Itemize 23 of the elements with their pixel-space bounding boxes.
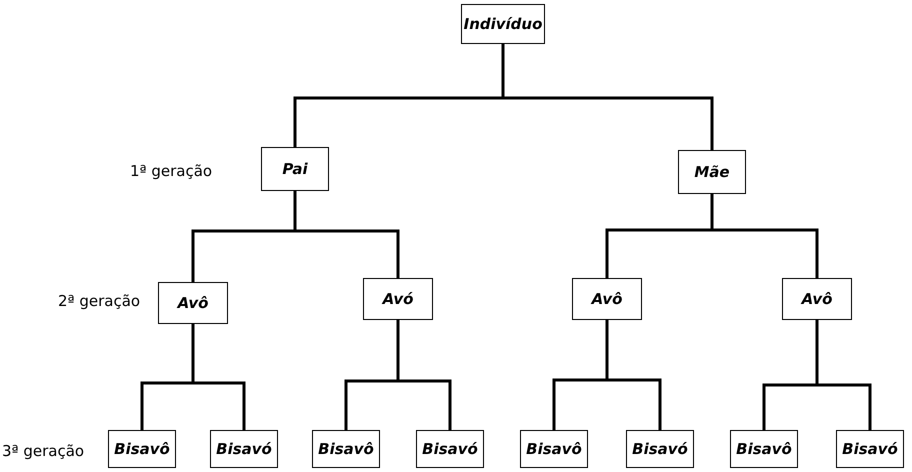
name-box: Bisavó <box>416 430 484 468</box>
name-box: Avô <box>158 282 228 324</box>
generation-label: 1ª geração <box>130 161 212 182</box>
name-box: Bisavô <box>730 430 798 468</box>
connector-line <box>192 324 246 430</box>
generation-label: 3ª geração <box>2 441 84 462</box>
connector-line <box>294 191 400 278</box>
name-box: Bisavó <box>836 430 904 468</box>
name-box: Bisavô <box>312 430 380 468</box>
name-box: Bisavô <box>520 430 588 468</box>
connector-line <box>710 194 818 278</box>
generation-label: 2ª geração <box>58 291 140 312</box>
name-box: Avó <box>363 278 433 320</box>
name-box: Bisavô <box>108 430 176 468</box>
name-box: Bisavó <box>626 430 694 468</box>
connector-line <box>502 44 714 150</box>
name-box: Pai <box>261 147 329 191</box>
connector-line <box>606 320 662 430</box>
name-box: Avô <box>782 278 852 320</box>
name-box: Avô <box>572 278 642 320</box>
name-box: Indivíduo <box>461 4 545 44</box>
name-box: Mãe <box>678 150 746 194</box>
name-box: Bisavó <box>210 430 278 468</box>
